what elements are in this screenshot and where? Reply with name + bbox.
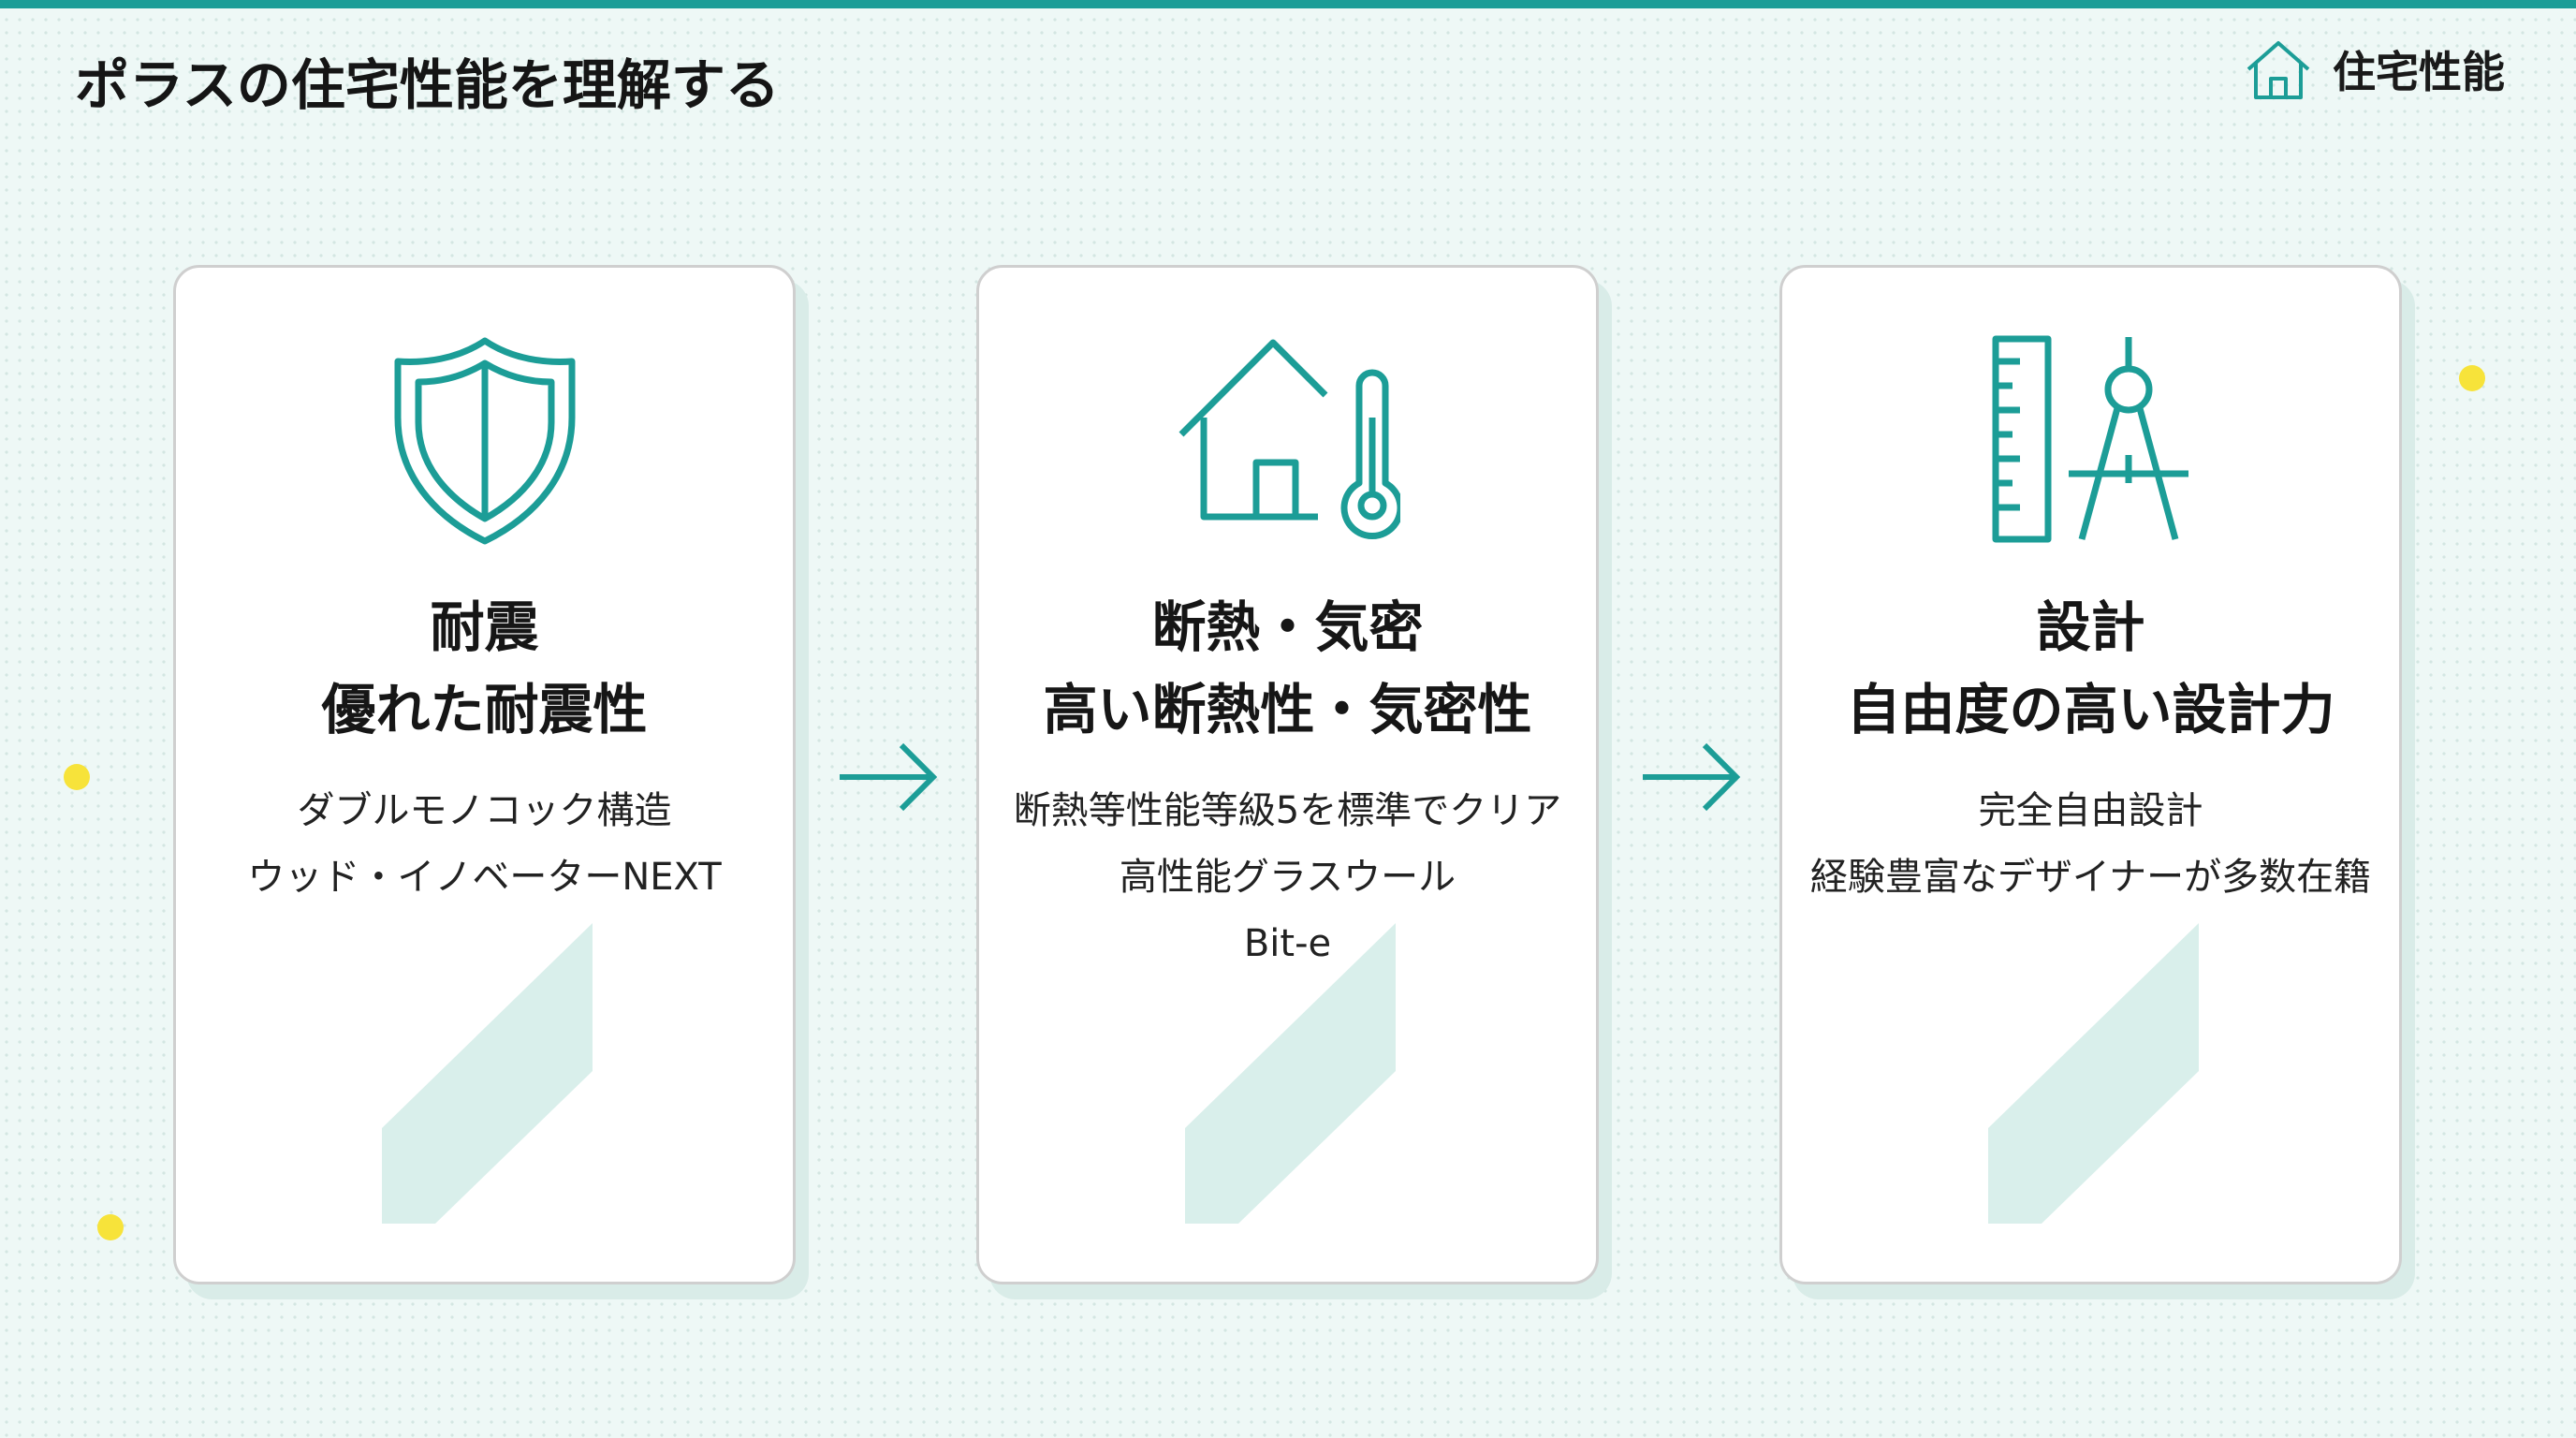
house-icon <box>2247 41 2310 99</box>
decorative-shape <box>382 923 593 1224</box>
card-earthquake: 耐震優れた耐震性 ダブルモノコック構造ウッド・イノベーターNEXT <box>173 265 796 1284</box>
ruler-compass-icon <box>1992 335 2188 543</box>
card-insulation: 断熱・気密高い断熱性・気密性 断熱等性能等級5を標準でクリア高性能グラスウール B… <box>976 265 1599 1284</box>
card-line: ダブルモノコック構造 <box>297 789 672 832</box>
arrow-right-icon <box>1643 742 1741 812</box>
card-line: 高性能グラスウール <box>1119 856 1456 899</box>
card-line: ウッド・イノベーターNEXT <box>247 856 722 899</box>
section-label: 住宅性能 <box>2245 37 2505 101</box>
decorative-shape <box>1185 923 1396 1224</box>
card-line: 断熱等性能等級5を標準でクリア <box>1013 789 1562 832</box>
card-title: 耐震 <box>430 595 539 659</box>
top-accent-bar <box>0 0 2576 8</box>
card-line: Bit-e <box>1243 922 1332 965</box>
card-subtitle: 高い断熱性・気密性 <box>1043 678 1532 741</box>
card-subtitle: 優れた耐震性 <box>321 678 648 741</box>
decorative-dot <box>64 764 90 790</box>
house-thermometer-icon <box>1178 339 1400 539</box>
card-line: 完全自由設計 <box>1978 789 2203 832</box>
card-design: 設計自由度の高い設計力 完全自由設計経験豊富なデザイナーが多数在籍 <box>1779 265 2402 1284</box>
arrow-right-icon <box>840 742 938 812</box>
page-title: ポラスの住宅性能を理解する <box>75 53 780 117</box>
card-subtitle: 自由度の高い設計力 <box>1846 678 2335 741</box>
section-label-text: 住宅性能 <box>2333 47 2505 97</box>
card-line: 経験豊富なデザイナーが多数在籍 <box>1809 856 2372 899</box>
decorative-shape <box>1988 923 2199 1224</box>
card-title: 断熱・気密 <box>1151 595 1424 659</box>
decorative-dot <box>97 1214 124 1240</box>
decorative-dot <box>2459 365 2485 391</box>
shield-icon <box>394 337 575 545</box>
card-title: 設計 <box>2036 595 2145 659</box>
